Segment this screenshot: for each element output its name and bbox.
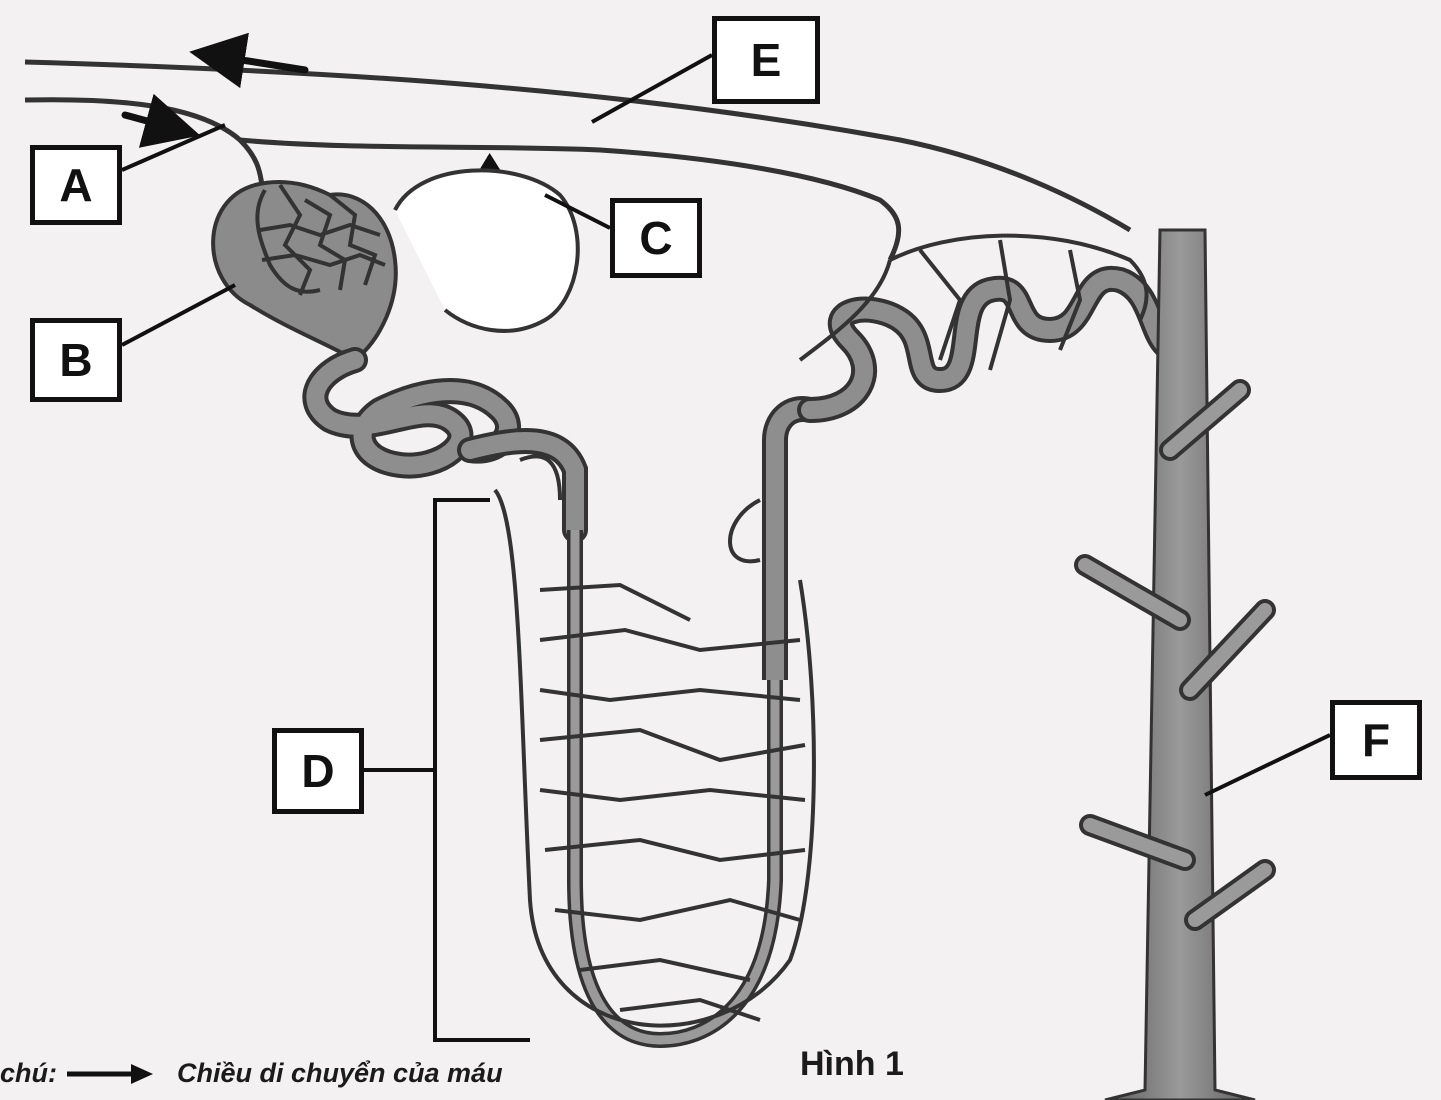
label-a: A [30, 145, 122, 225]
arrow-afferent [125, 115, 180, 130]
figure-caption: Hình 1 [800, 1045, 904, 1084]
legend-text: Chiều di chuyển của máu [177, 1058, 503, 1089]
leader-e [592, 55, 712, 122]
bracket-d [364, 500, 530, 1040]
collecting-duct [1085, 230, 1265, 1100]
label-f: F [1330, 700, 1422, 780]
label-b: B [30, 318, 122, 402]
label-d: D [272, 728, 364, 814]
legend-arrow-icon [65, 1062, 155, 1086]
legend-prefix: chú: [0, 1058, 57, 1089]
efferent-bulb [395, 170, 578, 331]
legend: chú: Chiều di chuyển của máu [0, 1058, 503, 1089]
label-c: C [610, 198, 702, 278]
proximal-tubule [315, 360, 575, 530]
distal-tubule [810, 279, 1165, 410]
loop-of-henle [575, 409, 810, 1040]
label-e: E [712, 16, 820, 104]
bowman-capsule [213, 182, 396, 360]
leader-b [122, 285, 235, 345]
leader-f [1205, 735, 1330, 795]
